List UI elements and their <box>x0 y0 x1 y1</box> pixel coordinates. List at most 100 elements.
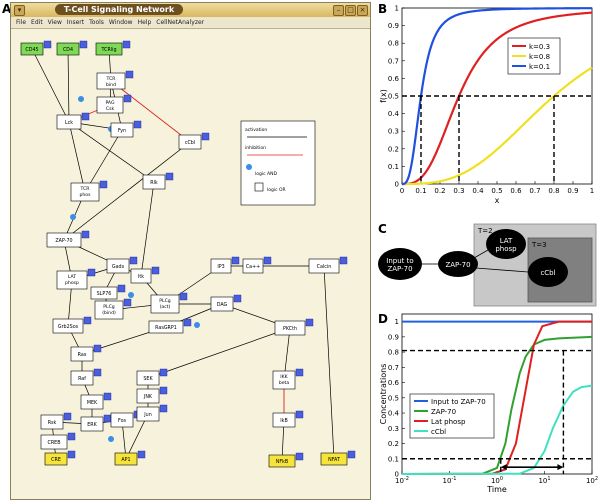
node-value-badge <box>159 386 168 395</box>
node-value-badge <box>83 316 92 325</box>
x-tick-label: 0.1 <box>415 187 426 195</box>
series-line-k=0.3 <box>402 11 593 186</box>
network-node: cCbl <box>178 132 210 150</box>
window-menu-icon[interactable]: ▾ <box>14 5 25 16</box>
x-tick-label: 0 <box>400 187 404 195</box>
node-value-badge <box>165 172 174 181</box>
activation-edge <box>31 48 70 123</box>
menu-tools[interactable]: Tools <box>89 19 104 26</box>
activation-edge <box>68 121 155 183</box>
node-box <box>148 320 184 334</box>
node-label: IkB <box>280 418 287 424</box>
node-box <box>110 122 134 138</box>
legend-entry: cCbl <box>431 428 446 436</box>
node-label: cCbl <box>185 140 195 146</box>
menu-help[interactable]: Help <box>137 19 152 26</box>
node-label: MEK <box>87 400 98 406</box>
maximize-icon[interactable]: □ <box>345 5 356 16</box>
x-tick-label: 0.7 <box>529 187 540 195</box>
x-tick-label: 0.6 <box>510 187 522 195</box>
panel-label-b: B <box>378 2 388 16</box>
node-box <box>56 270 88 290</box>
menu-insert[interactable]: Insert <box>66 19 85 26</box>
panel-label-a: A <box>2 2 12 16</box>
menu-window[interactable]: Window <box>108 19 133 26</box>
menu-edit[interactable]: Edit <box>31 19 43 26</box>
network-node: Gads <box>106 256 138 274</box>
node-label: RasGRP1 <box>155 325 177 331</box>
network-node: Ca++ <box>242 256 272 274</box>
node-box <box>44 452 68 466</box>
window-title: T-Cell Signaling Network <box>55 4 183 15</box>
node-label: phosp <box>495 245 517 253</box>
network-node: Ras <box>70 344 102 362</box>
logic-and-dot <box>128 292 134 298</box>
node-label: Fyn <box>118 128 126 134</box>
node-value-badge <box>122 40 131 49</box>
node-value-badge <box>305 318 314 327</box>
chart-legend: k=0.3k=0.8k=0.1 <box>507 37 561 75</box>
node-label: (bind) <box>102 310 116 316</box>
node-value-badge <box>233 294 242 303</box>
node-box <box>52 318 84 334</box>
node-box <box>178 134 202 150</box>
node-label: Calcin <box>317 264 332 270</box>
y-tick-label: 0.1 <box>388 455 399 463</box>
menu-file[interactable]: File <box>16 19 27 26</box>
node-value-badge <box>93 368 102 377</box>
network-edges <box>31 48 335 462</box>
node-box <box>70 346 94 362</box>
menu-cellnetanalyzer[interactable]: CellNetAnalyzer <box>156 19 205 26</box>
x-tick-label: 0.4 <box>472 187 484 195</box>
node-value-badge <box>151 266 160 275</box>
legend-and-dot <box>246 164 252 170</box>
network-node: CD45 <box>20 40 52 56</box>
panel-label-c: C <box>378 222 387 236</box>
node-label: CREB <box>47 440 60 446</box>
minimize-icon[interactable]: – <box>333 5 344 16</box>
network-node: Lck <box>56 112 90 130</box>
node-value-badge <box>117 284 126 293</box>
network-node: TCRlig <box>95 40 131 56</box>
node-value-badge <box>123 298 132 307</box>
activation-edge <box>147 327 291 379</box>
network-node: MEK <box>80 392 112 410</box>
node-box <box>70 370 94 386</box>
y-tick-label: 0.3 <box>388 425 399 433</box>
y-tick-label: 0 <box>395 181 399 189</box>
node-3 <box>528 257 568 287</box>
node-box <box>210 258 232 274</box>
y-tick-label: 0.5 <box>388 93 399 101</box>
node-box <box>130 268 152 284</box>
node-label: Rlk <box>150 180 158 186</box>
activation-edge <box>323 265 335 460</box>
window-titlebar[interactable]: ▾ T-Cell Signaling Network – □ × <box>11 3 370 18</box>
network-node: RasGRP1 <box>148 318 192 334</box>
delay-arrow-head-right <box>557 464 564 471</box>
node-box <box>274 320 306 336</box>
menu-view[interactable]: View <box>47 19 62 26</box>
logic-and-dot <box>194 322 200 328</box>
node-value-badge <box>295 410 304 419</box>
y-tick-label: 0.2 <box>388 440 399 448</box>
node-value-badge <box>183 318 192 327</box>
node-box <box>242 258 264 274</box>
node-value-badge <box>103 414 112 423</box>
node-value-badge <box>103 392 112 401</box>
x-tick-label: 10-2 <box>395 476 409 485</box>
close-icon[interactable]: × <box>357 5 368 16</box>
network-node: CD4 <box>56 40 88 56</box>
x-tick-label: 0.2 <box>434 187 445 195</box>
node-label: DAG <box>217 302 228 308</box>
node-box <box>106 258 130 274</box>
y-tick-label: 0.2 <box>388 145 399 153</box>
series-line-cCbl <box>401 384 593 475</box>
y-tick-label: 0.4 <box>388 410 400 418</box>
node-value-badge <box>81 112 90 121</box>
node-label: ZAP-70 <box>387 265 412 273</box>
